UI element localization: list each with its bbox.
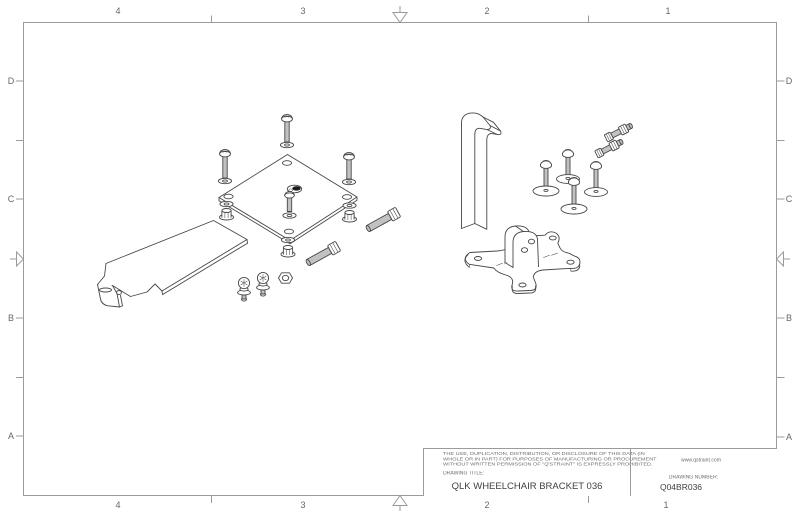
center-machine-screw [282,191,297,219]
zone-column-label: 4 [115,6,121,16]
zone-row-label: C [785,194,793,204]
title-block: THE USE, DUPLICATION, DISTRIBUTION, OR D… [423,448,777,496]
left-assembly-exploded-view [97,114,401,308]
legal-notice-line: WITHOUT WRITTEN PERMISSION OF "Q'STRAINT… [443,462,653,467]
legal-notice-line: WHOLE OR IN PART) FOR PURPOSES OF MANUFA… [443,457,657,462]
torx-screw [237,276,251,302]
legal-notice: THE USE, DUPLICATION, DISTRIBUTION, OR D… [443,452,689,467]
zone-row-label: C [7,194,15,204]
carriage-bolt [532,160,560,197]
zone-row-label: A [7,431,15,441]
hex-nut [278,272,293,284]
drawing-number: Q04BR036 [659,482,703,492]
zone-column-label: 2 [484,500,490,510]
zone-row-label: A [785,432,793,442]
hook-bracket [461,112,502,230]
zone-column-label: 4 [115,500,121,510]
zone-row-label: D [785,76,793,86]
legal-notice-line: THE USE, DUPLICATION, DISTRIBUTION, OR D… [443,452,645,457]
drawing-title-label: DRAWING TITLE: [443,471,485,477]
washer-flange-nut [219,200,234,221]
long-bracket-plate [97,220,248,308]
bolt-with-nut [594,139,624,159]
carriage-bolt [584,161,608,197]
center-mark-bottom [392,494,408,511]
torx-screw [256,271,270,297]
website-url: www.qstraint.com [681,458,721,464]
zone-row-label: B [7,313,15,323]
carriage-bolt [556,149,580,184]
center-mark-left [10,250,25,268]
carriage-bolt [560,177,588,215]
drawing-title: QLK WHEELCHAIR BRACKET 036 [451,481,603,492]
drawing-number-label: DRAWING NUMBER: [668,475,719,481]
washer-flange-nut [280,236,296,258]
base-plate-assembly [464,225,581,294]
hex-bolt [305,241,341,266]
machine-screw [217,149,233,185]
zone-column-label: 1 [663,500,669,510]
clevis-bracket [504,225,539,268]
bolt-with-nut [604,123,633,143]
center-mark-right [775,250,790,268]
machine-screw [279,114,295,149]
zone-tick [16,80,785,438]
machine-screw [341,152,357,186]
zone-row-label: B [785,313,793,323]
zone-row-label: D [7,76,15,86]
hex-bolt [365,207,401,232]
zone-boundary-tick [16,15,785,503]
zone-column-label: 1 [665,6,671,16]
washer-flange-nut [342,202,357,223]
zone-column-label: 3 [300,500,306,510]
zone-column-label: 2 [484,6,490,16]
right-assembly-exploded-view [461,112,633,294]
title-block-right-cell: www.qstraint.com DRAWING NUMBER: Q04BR03… [631,449,778,496]
center-mark-top [392,6,408,24]
keyhole-slot [286,184,303,194]
title-block-left-cell: THE USE, DUPLICATION, DISTRIBUTION, OR D… [424,449,657,496]
zone-column-label: 3 [300,6,306,16]
sheet-frame [10,6,790,511]
